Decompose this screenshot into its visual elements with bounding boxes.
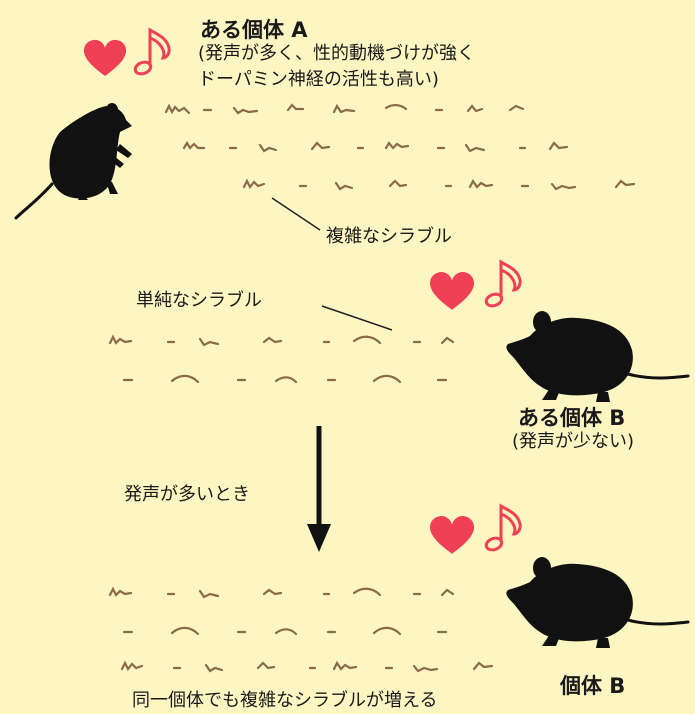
mouse-icon [506, 311, 690, 402]
arrow-label: 発声が多いとき [124, 484, 250, 505]
individual-a-title: ある個体 A [200, 18, 308, 42]
individual-b-title: ある個体 B [518, 406, 626, 430]
syllable-row-complex-1 [164, 103, 525, 115]
individual-a-note-line2: ドーパミン神経の活性も高い) [198, 69, 439, 90]
syllable-row-complex-2 [182, 140, 569, 153]
music-note-icon [484, 259, 522, 308]
music-note-icon [133, 27, 171, 76]
music-note-icon [484, 503, 522, 552]
bottom-caption: 同一個体でも複雑なシラブルが増える [132, 690, 438, 711]
heart-icon [429, 516, 475, 554]
mouse-icon [14, 103, 132, 220]
heart-icon [83, 39, 127, 76]
individual-a-note-line1: (発声が多く、性的動機づけが強く [198, 43, 476, 64]
syllable-row-complex-3 [242, 178, 636, 191]
syllable-row-mixed-1 [108, 586, 455, 599]
label-complex-syllable: 複雑なシラブル [326, 226, 452, 247]
syllable-row-mixed-2 [122, 626, 448, 636]
syllable-row-simple-2 [122, 374, 448, 384]
syllable-row-simple-1 [108, 334, 455, 347]
syllable-row-mixed-3 [120, 660, 494, 673]
individual-b2-title: 個体 B [560, 674, 626, 698]
heart-icon [429, 272, 475, 310]
down-arrow-icon [307, 426, 331, 552]
mouse-icon [506, 557, 690, 648]
label-simple-syllable: 単純なシラブル [136, 290, 262, 311]
individual-b-note: (発声が少ない) [512, 431, 635, 452]
